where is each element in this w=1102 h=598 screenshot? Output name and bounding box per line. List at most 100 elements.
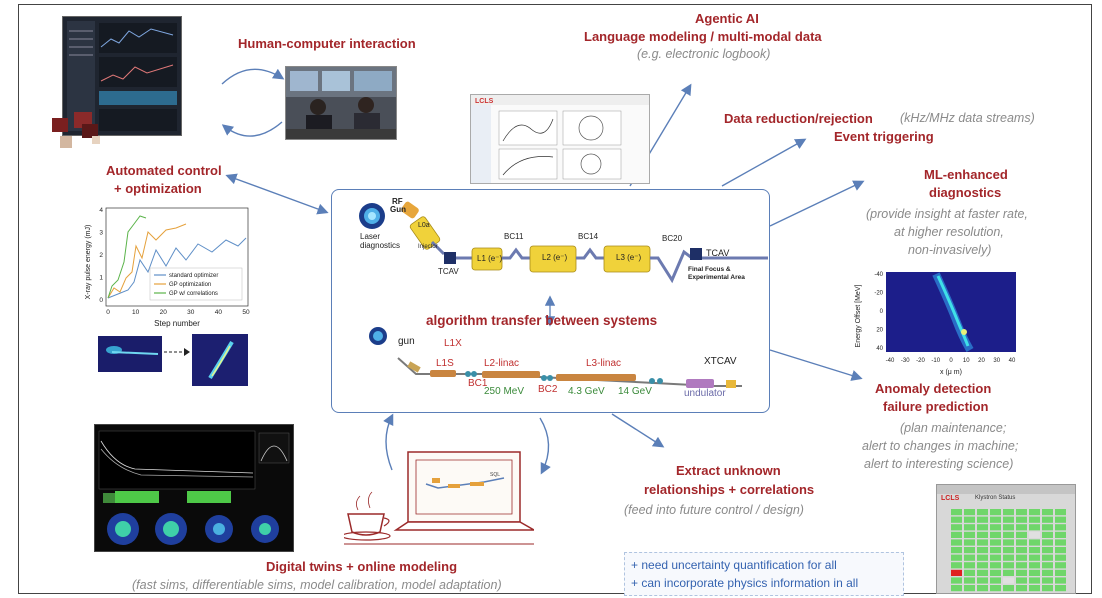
klystron-cell [1029, 554, 1040, 561]
klystron-cell [964, 569, 975, 576]
klystron-cell [990, 516, 1001, 523]
opt-xtick: 10 [132, 309, 140, 316]
bl-b-bc1: BC1 [468, 378, 488, 389]
heatmap-xtick: -10 [931, 358, 940, 364]
klystron-cell [1029, 516, 1040, 523]
klystron-lcls: LCLS [941, 495, 960, 502]
optimization-chart: X-ray pulse energy (mJ) standard optimiz… [78, 202, 258, 328]
klystron-cell [1003, 524, 1014, 531]
klystron-cell [964, 524, 975, 531]
klystron-cell [1016, 531, 1027, 538]
klystron-cell [1055, 539, 1066, 546]
heatmap-xtick: -30 [901, 358, 910, 364]
klystron-cell [1003, 569, 1014, 576]
klystron-cell [990, 554, 1001, 561]
klystron-cell [1016, 554, 1027, 561]
klystron-cell [1003, 554, 1014, 561]
klystron-cell [1042, 585, 1053, 592]
bl-b-14gev: 14 GeV [618, 386, 652, 397]
heatmap-ytick: 20 [876, 328, 883, 334]
klystron-cell [1042, 531, 1053, 538]
klystron-cell [951, 547, 962, 554]
label-agentic-sub: Language modeling / multi-modal data [584, 29, 822, 44]
klystron-cell [1016, 524, 1027, 531]
operators-photo [285, 66, 397, 140]
klystron-cell [951, 531, 962, 538]
legend-gp: GP optimization [169, 282, 211, 288]
heatmap-xtick: 0 [949, 358, 953, 364]
opt-ytick: 3 [99, 230, 103, 237]
opt-xtick: 20 [160, 309, 168, 316]
label-ml-diag-g1: (provide insight at faster rate, [866, 207, 1028, 221]
klystron-cell [951, 554, 962, 561]
label-hci: Human-computer interaction [238, 36, 416, 51]
klystron-cell [1042, 547, 1053, 554]
klystron-cell [1016, 509, 1027, 516]
klystron-header: Klystron Status [975, 495, 1016, 501]
klystron-cell [1042, 516, 1053, 523]
klystron-cell [977, 585, 988, 592]
klystron-cell [977, 539, 988, 546]
klystron-cell [1029, 577, 1040, 584]
series-standard-optimizer [107, 237, 247, 299]
bl-bc14: BC14 [578, 232, 599, 241]
logbook-header: LCLS [475, 98, 494, 105]
bl-tcav2: TCAV [706, 248, 730, 258]
klystron-cell [1055, 524, 1066, 531]
arrow-data-reduction [721, 138, 807, 187]
klystron-cell [990, 569, 1001, 576]
klystron-cell [1003, 562, 1014, 569]
klystron-cell [1016, 562, 1027, 569]
label-agentic-eg: (e.g. electronic logbook) [637, 47, 771, 61]
opt-xtick: 40 [215, 309, 223, 316]
label-ml-diag-1: ML-enhanced [924, 167, 1008, 182]
dashed-arrow [164, 348, 190, 356]
note-box: + need uncertainty quantification for al… [624, 552, 904, 596]
klystron-cell [1003, 516, 1014, 523]
logbook-screenshot: LCLS [470, 94, 650, 184]
label-extract-g: (feed into future control / design) [624, 503, 804, 517]
label-data-streams: (kHz/MHz data streams) [900, 111, 1035, 125]
bl-b-l3: L3-linac [586, 358, 622, 369]
klystron-cell [1055, 547, 1066, 554]
klystron-cell [1055, 509, 1066, 516]
klystron-cell [977, 509, 988, 516]
klystron-cell [1029, 509, 1040, 516]
opt-ylabel: X-ray pulse energy (mJ) [85, 225, 92, 300]
klystron-cell [1029, 562, 1040, 569]
label-anomaly-2: failure prediction [883, 399, 989, 414]
label-algorithm-transfer: algorithm transfer between systems [426, 313, 658, 328]
klystron-cell [1042, 569, 1053, 576]
klystron-cell [990, 524, 1001, 531]
klystron-cell [1003, 539, 1014, 546]
label-data-reduction: Data reduction/rejection [724, 111, 873, 126]
bl-b-bc2: BC2 [538, 384, 558, 395]
klystron-cell [964, 509, 975, 516]
opt-ytick: 1 [99, 275, 103, 282]
heatmap-xtick: 10 [963, 358, 970, 364]
klystron-cell [1042, 509, 1053, 516]
klystron-cell [977, 531, 988, 538]
klystron-cell [977, 524, 988, 531]
series-gp-correlations [107, 215, 147, 299]
bl-gun: Gun [390, 205, 406, 214]
klystron-cell [1029, 531, 1040, 538]
heatmap-ytick: -40 [874, 272, 883, 278]
legend-gp-corr: GP w/ correlations [169, 291, 218, 297]
heatmap-xtick: -20 [916, 358, 925, 364]
opt-xlabel: Step number [154, 319, 200, 328]
opt-ytick: 2 [99, 252, 103, 259]
klystron-cell [1055, 569, 1066, 576]
label-ml-diag-2: diagnostics [929, 185, 1002, 200]
hci-arrow-top [221, 68, 285, 85]
bl-l0a: L0a [418, 222, 430, 229]
klystron-cell [951, 577, 962, 584]
bl-bc20: BC20 [662, 234, 683, 243]
klystron-cell [1055, 585, 1066, 592]
series-gp-optimization [107, 223, 187, 299]
klystron-cell [1055, 516, 1066, 523]
label-ml-diag-g3: non-invasively) [908, 243, 992, 257]
klystron-cell [964, 516, 975, 523]
heatmap-ytick: -20 [874, 291, 883, 297]
